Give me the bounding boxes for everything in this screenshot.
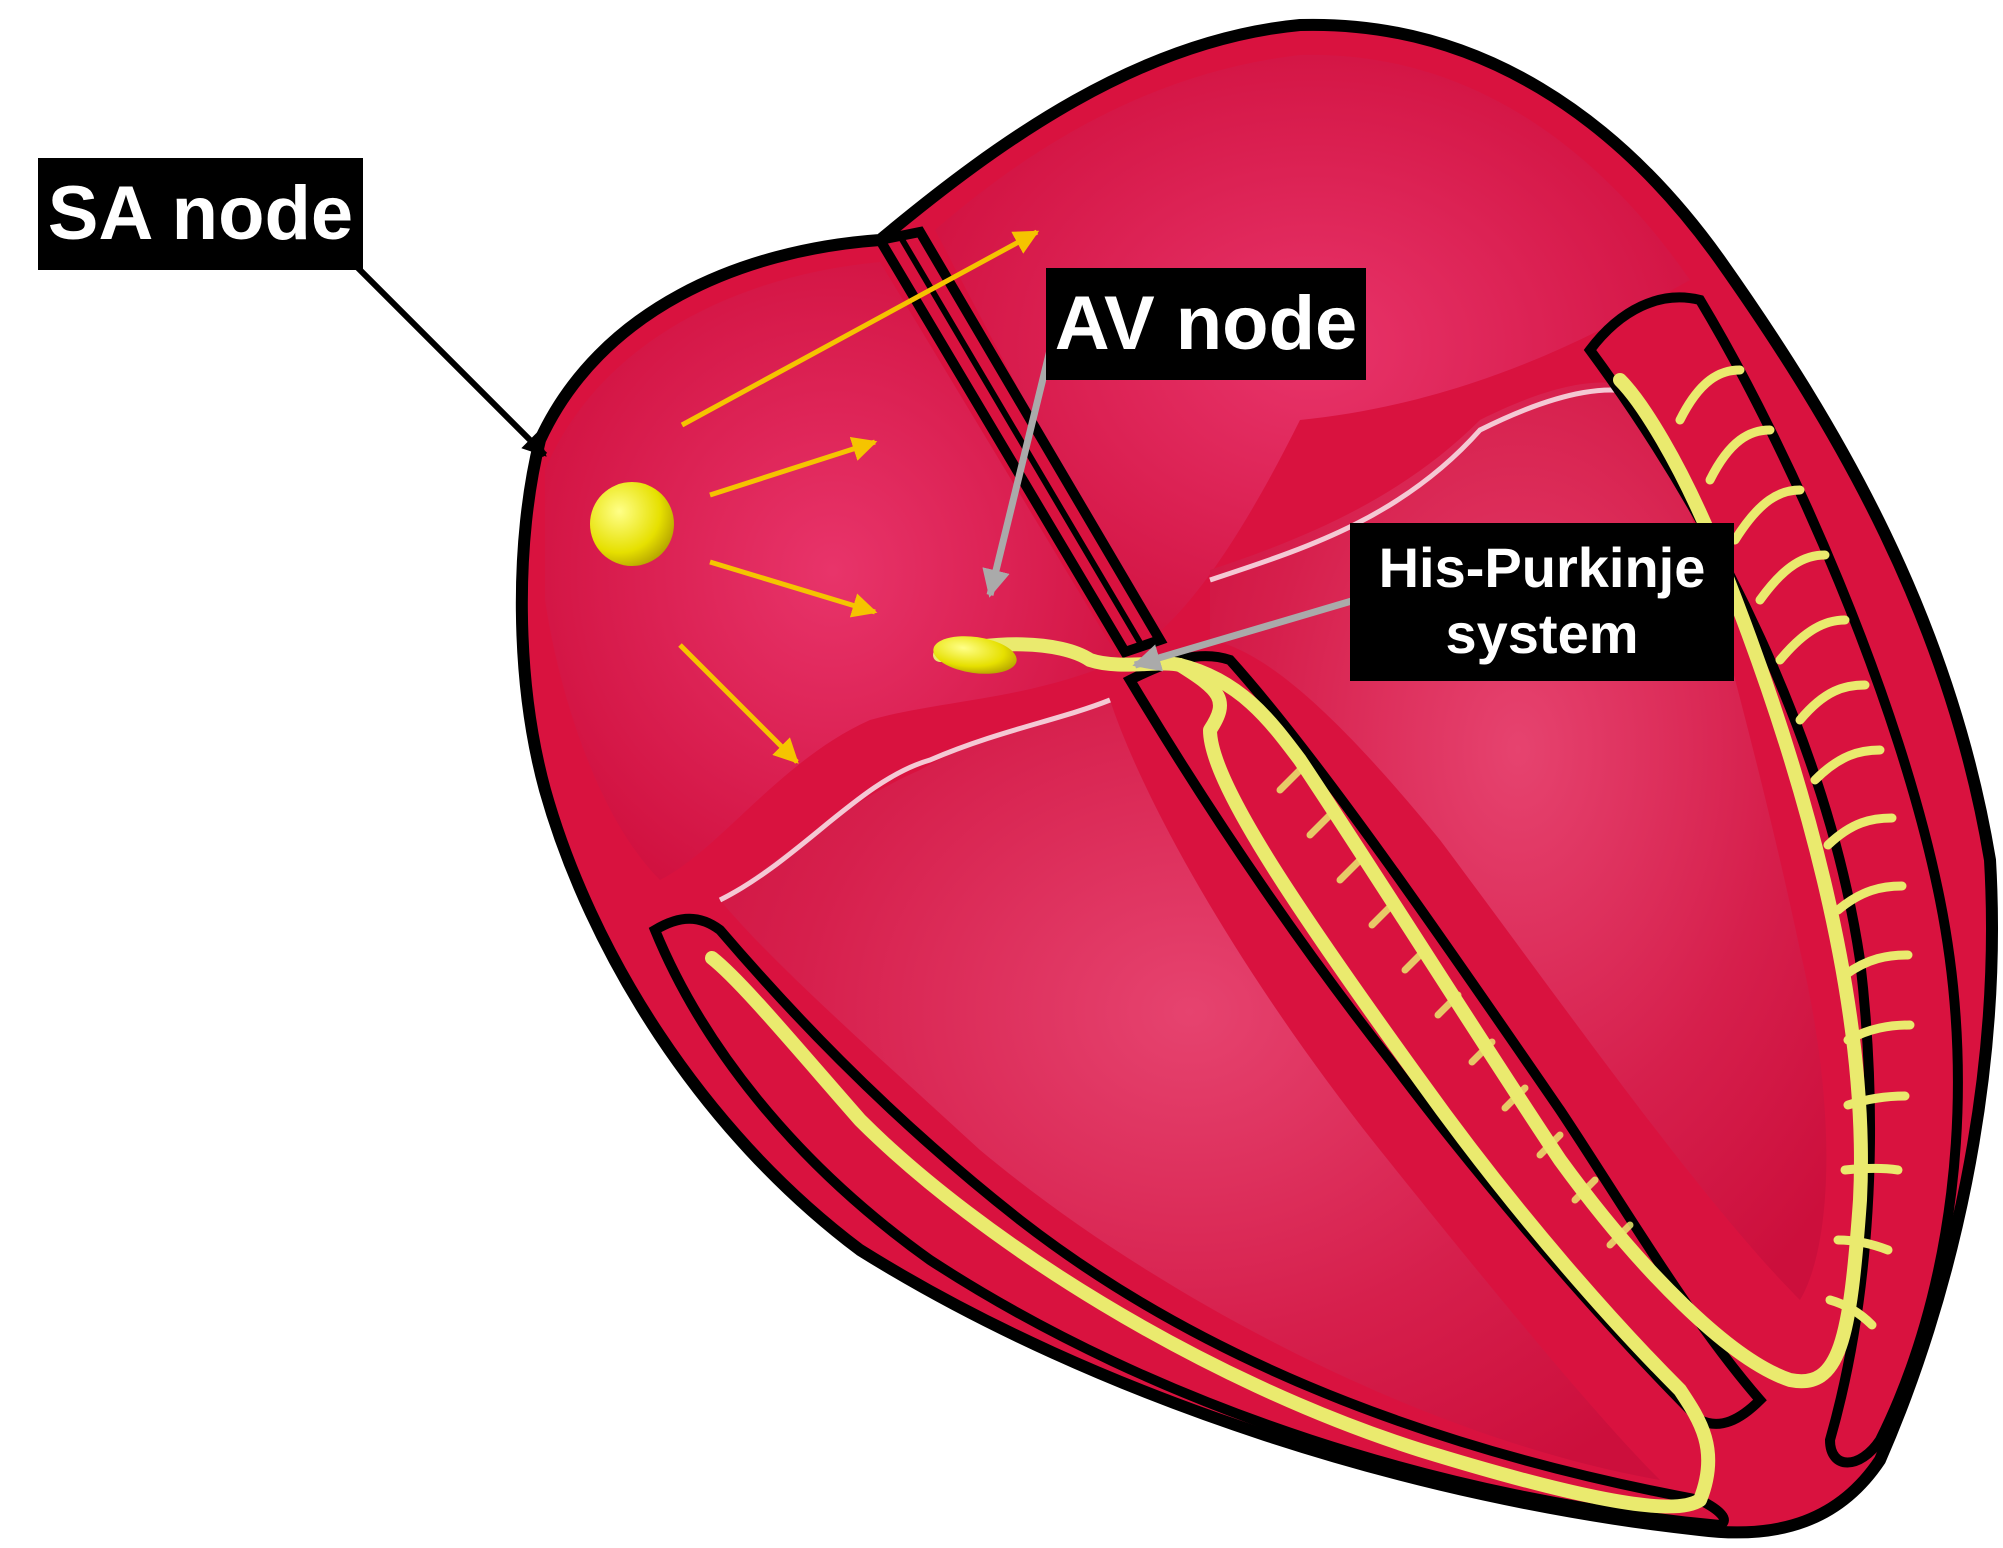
sa-node-pointer [355,265,545,455]
his-purkinje-label: His-Purkinje system [1350,523,1734,681]
his-purkinje-label-line1: His-Purkinje [1350,535,1734,601]
av-node-label: AV node [1046,268,1366,380]
sa-node [590,482,674,566]
his-purkinje-label-line2: system [1350,601,1734,667]
sa-node-label: SA node [38,158,363,270]
